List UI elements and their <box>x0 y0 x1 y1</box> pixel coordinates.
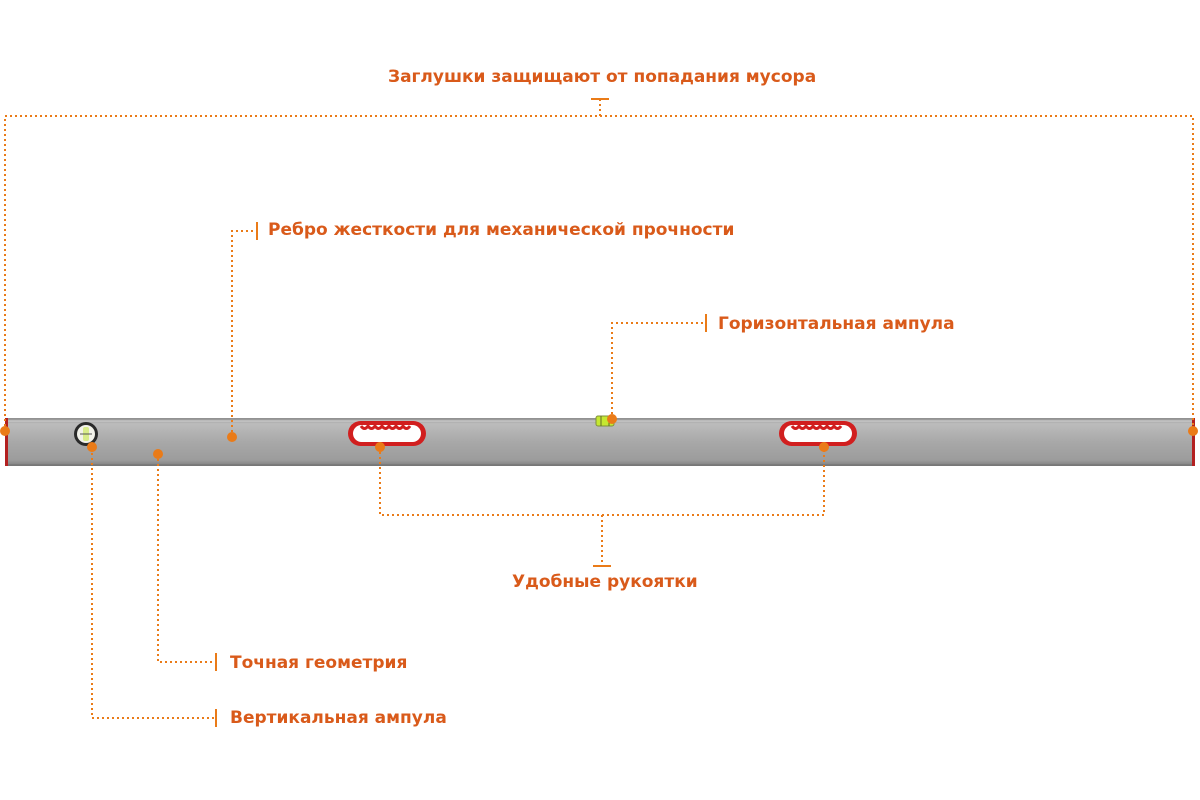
handle-right-dot <box>819 442 829 452</box>
end-cap-left-dot <box>0 426 10 436</box>
horizontal-vial-dot <box>607 414 617 424</box>
end-caps-label: Заглушки защищают от попадания мусора <box>388 67 817 87</box>
handle-left-dot <box>375 442 385 452</box>
vertical-vial-dot <box>87 442 97 452</box>
end-cap-right-dot <box>1188 426 1198 436</box>
handles-label: Удобные рукоятки <box>512 572 698 592</box>
stiffening-rib-label: Ребро жесткости для механической прочнос… <box>268 220 735 240</box>
horizontal-vial-leader <box>611 322 704 419</box>
stiffening-rib-dot <box>227 432 237 442</box>
horizontal-vial-label: Горизонтальная ампула <box>718 314 955 334</box>
precise-geometry-dot <box>153 449 163 459</box>
vertical-vial-leader <box>91 448 214 719</box>
end-caps-leader <box>4 115 1194 431</box>
precise-geometry-leader <box>157 454 214 663</box>
right-end-cap <box>1192 418 1195 466</box>
vertical-vial-label: Вертикальная ампула <box>230 708 447 728</box>
handle-right <box>779 421 857 446</box>
handle-left <box>348 421 426 446</box>
precise-geometry-label: Точная геометрия <box>230 653 408 673</box>
level-tool <box>5 415 1195 466</box>
vertical-vial <box>74 422 98 446</box>
stiffening-rib-leader <box>231 230 256 437</box>
left-end-cap <box>5 418 8 466</box>
